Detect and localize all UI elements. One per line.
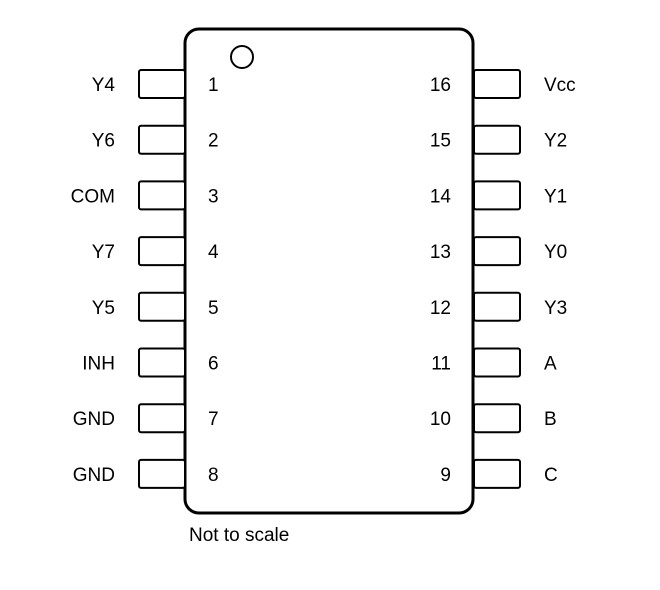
pin-15: 15 Y2: [430, 124, 567, 155]
pin1-indicator-dot: [230, 45, 254, 69]
pin-name: Y3: [544, 298, 567, 319]
pin-number: 6: [208, 354, 219, 375]
pin-name: Y0: [544, 242, 567, 263]
pin-11: 11 A: [431, 347, 557, 378]
pin-number: 5: [208, 298, 219, 319]
pin-number: 15: [430, 131, 451, 152]
pin-number: 13: [430, 242, 451, 263]
pin-lead: [473, 236, 521, 267]
pin-number: 14: [430, 186, 452, 207]
pin-name: Y4: [92, 75, 116, 96]
pin-name: Y7: [92, 242, 115, 263]
pin-lead: [138, 236, 186, 267]
pin-14: 14 Y1: [430, 180, 567, 211]
pin-name: Vcc: [544, 75, 576, 96]
pin-3: 3 COM: [71, 180, 219, 211]
pin-lead: [473, 347, 521, 378]
pin-name: Y2: [544, 131, 567, 152]
pin-name: Y6: [92, 131, 115, 152]
pin-number: 3: [208, 186, 219, 207]
pin-lead: [473, 403, 521, 434]
pin-5: 5 Y5: [92, 291, 219, 322]
pin-number: 1: [208, 75, 219, 96]
pin-name: GND: [73, 465, 115, 486]
pin-number: 8: [208, 465, 219, 486]
pin-lead: [138, 291, 186, 322]
pin-lead: [473, 458, 521, 489]
pin-name: COM: [71, 186, 115, 207]
pin-13: 13 Y0: [430, 236, 567, 267]
pin-number: 10: [430, 409, 451, 430]
pin-6: 6 INH: [82, 347, 219, 378]
pin-name: C: [544, 465, 558, 486]
pin-number: 4: [208, 242, 219, 263]
pin-name: Y5: [92, 298, 115, 319]
pin-16: 16 Vcc: [430, 69, 576, 99]
pin-name: A: [544, 354, 557, 375]
pin-name: B: [544, 409, 557, 430]
pin-number: 2: [208, 131, 219, 152]
pin-number: 11: [431, 354, 451, 375]
pin-name: Y1: [544, 186, 567, 207]
pin-name: GND: [73, 409, 115, 430]
pin-10: 10 B: [430, 403, 557, 434]
pin-lead: [473, 291, 521, 322]
pin-lead: [138, 347, 186, 378]
pin-number: 7: [208, 409, 219, 430]
pin-1: 1 Y4: [92, 69, 219, 99]
pin-number: 16: [430, 75, 451, 96]
pin-lead: [138, 403, 186, 434]
pin-lead: [473, 180, 521, 211]
pin-4: 4 Y7: [92, 236, 219, 267]
pin-name: INH: [82, 354, 115, 375]
pin-12: 12 Y3: [430, 291, 567, 322]
pin-lead: [138, 180, 186, 211]
pin-lead: [138, 69, 186, 99]
chip-body: [183, 27, 475, 515]
pin-lead: [138, 458, 186, 489]
pin-lead: [473, 69, 521, 99]
pin-number: 9: [440, 465, 451, 486]
pin-lead: [138, 124, 186, 155]
pin-7: 7 GND: [73, 403, 219, 434]
not-to-scale-note: Not to scale: [189, 525, 289, 546]
pin-lead: [473, 124, 521, 155]
pin-8: 8 GND: [73, 458, 219, 489]
pin-2: 2 Y6: [92, 124, 219, 155]
pin-number: 12: [430, 298, 451, 319]
